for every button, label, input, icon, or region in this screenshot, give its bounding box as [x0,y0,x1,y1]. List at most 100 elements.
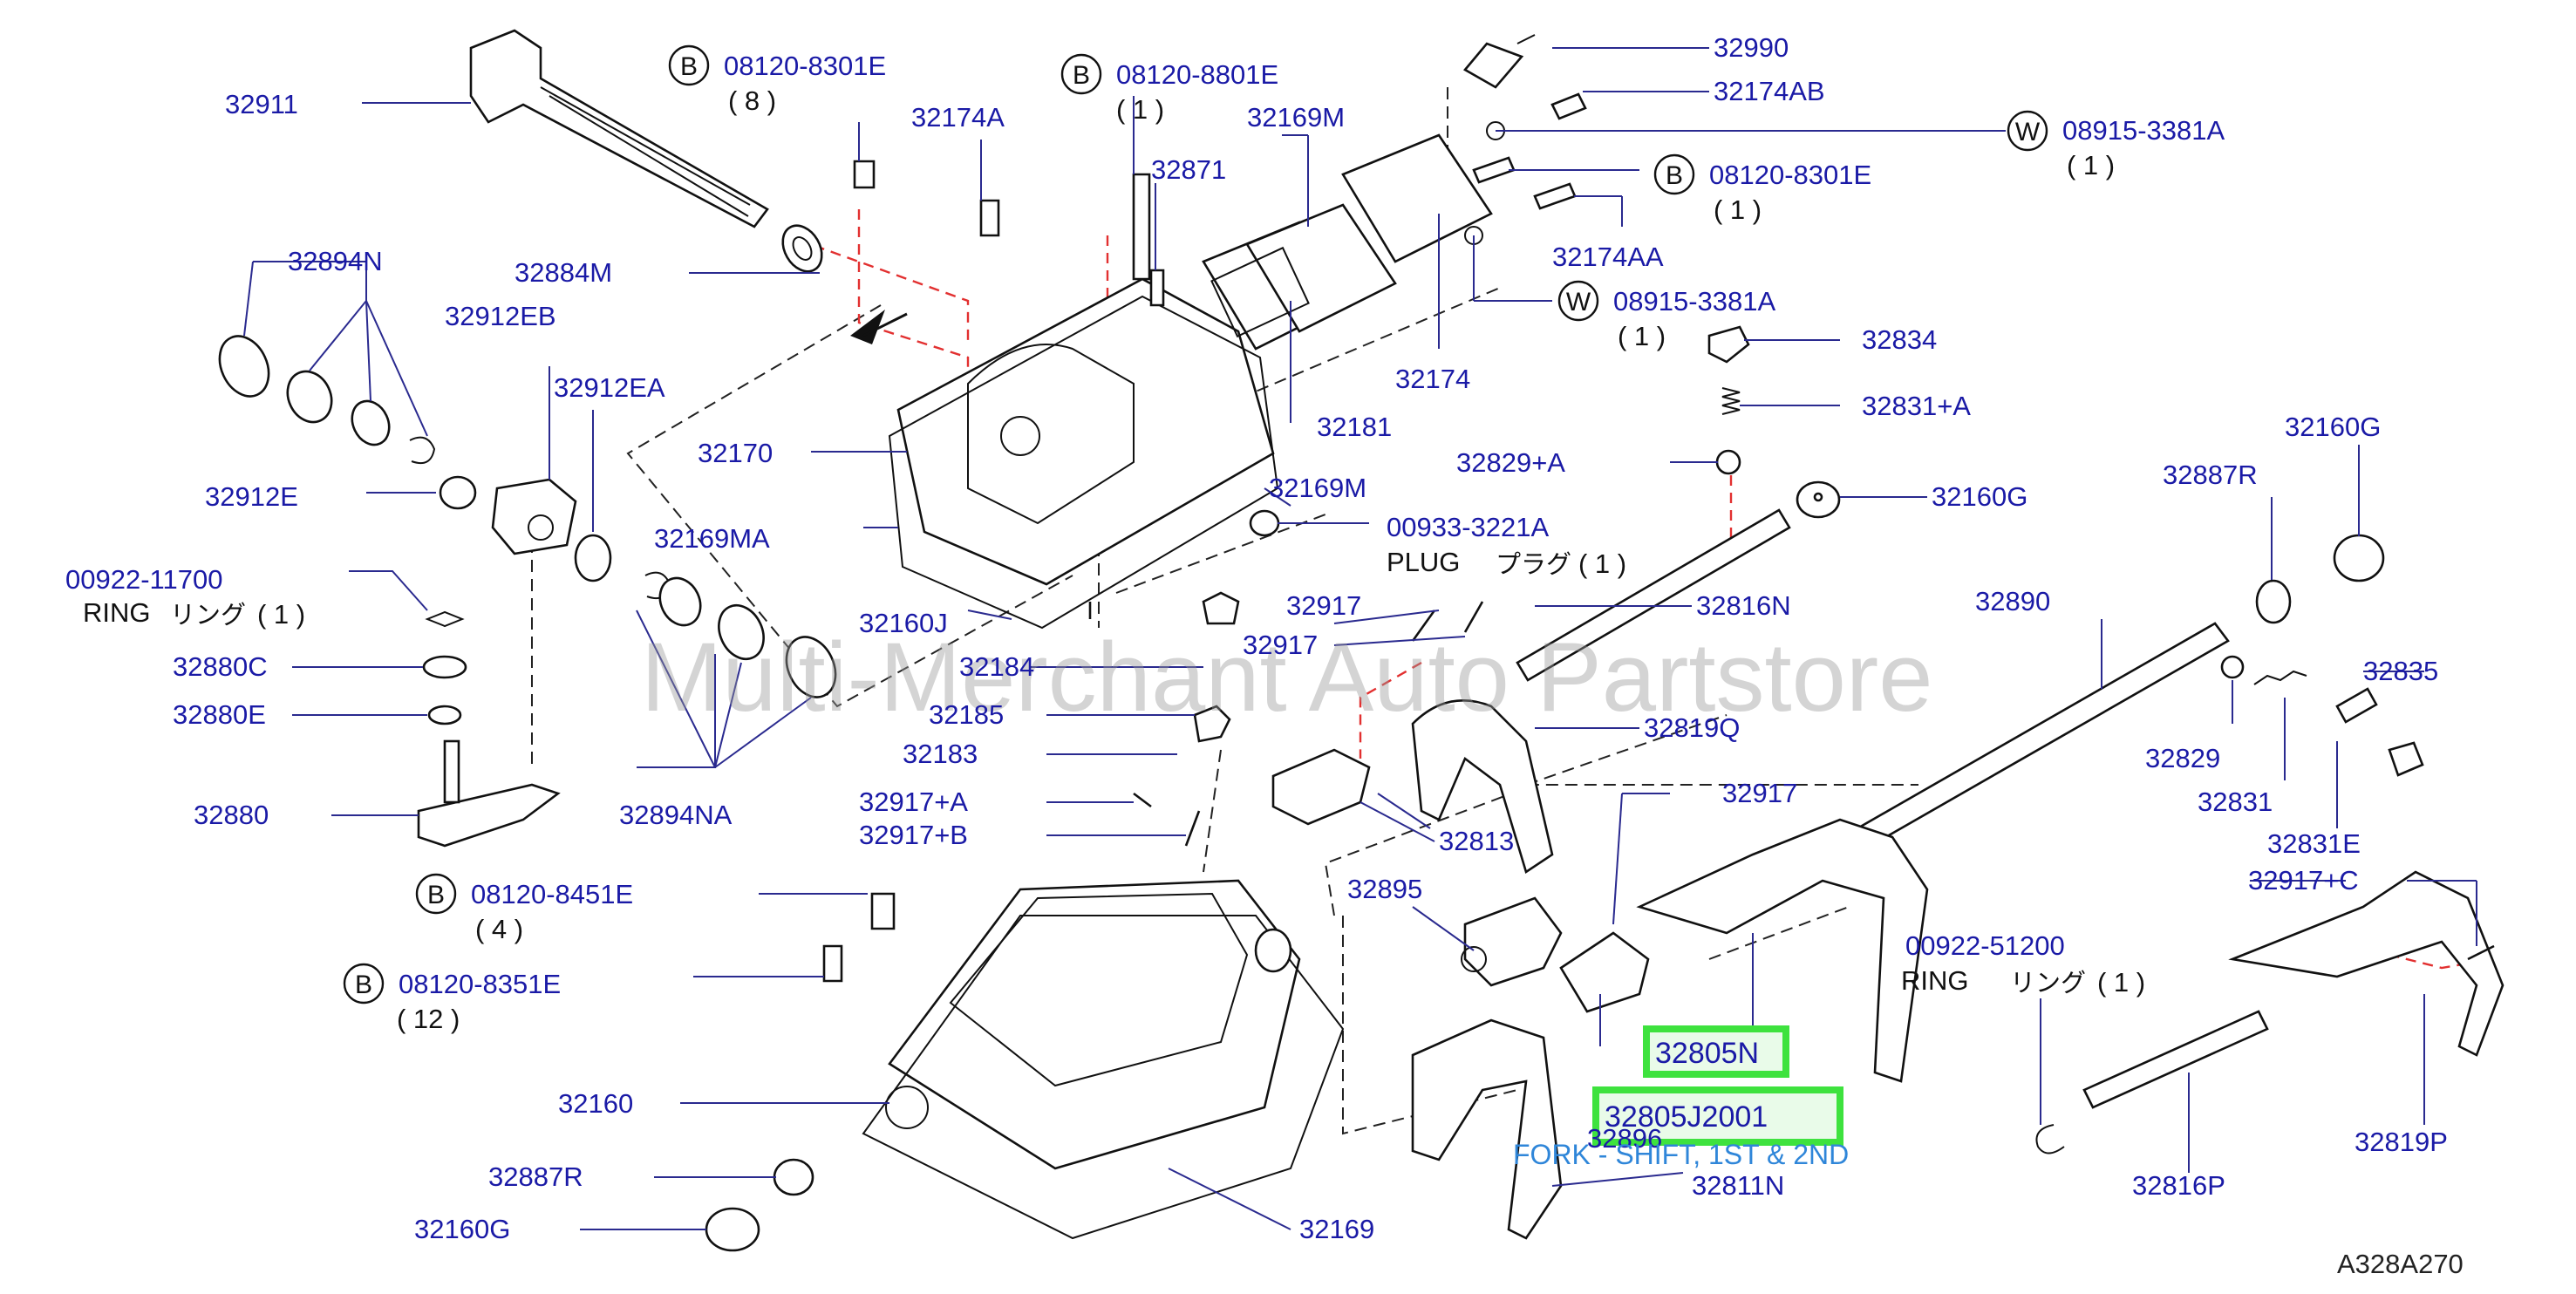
label-08120-8351E[interactable]: 08120-8351E [399,969,561,999]
label-08120-8301E-top[interactable]: 08120-8301E [724,51,886,81]
label-32174A[interactable]: 32174A [911,102,1005,133]
case-32160 [885,879,1301,1170]
label-32912EB[interactable]: 32912EB [445,301,556,331]
bushing-32912E [439,475,477,510]
gasket-stack-32169M [1202,133,1493,351]
label-32912EA[interactable]: 32912EA [554,372,665,403]
label-ring-en-left: RING [83,597,151,628]
label-qty-1-ring-right: ( 1 ) [2097,967,2145,998]
label-32835[interactable]: 32835 [2363,656,2438,686]
label-qty-1-ring-left: ( 1 ) [257,599,305,630]
oil-seal-32884M [781,224,823,273]
label-32896[interactable]: 32896 [1587,1123,1662,1154]
label-32160J[interactable]: 32160J [859,608,948,638]
label-qty-1-b: ( 1 ) [2067,150,2115,180]
bolt-badge-b-08120-8301E-right: B [1653,153,1695,195]
label-32160[interactable]: 32160 [558,1088,633,1119]
label-32160G-bottom[interactable]: 32160G [414,1214,510,1244]
label-32184[interactable]: 32184 [959,651,1034,682]
cover-32170 [896,277,1275,586]
bushing-32160G-bottom [705,1207,760,1252]
label-32813[interactable]: 32813 [1439,826,1514,856]
svg-text:B: B [427,881,445,909]
label-32831[interactable]: 32831 [2198,787,2273,817]
label-08120-8801E[interactable]: 08120-8801E [1116,59,1278,90]
label-32917C[interactable]: 32917+C [2248,865,2359,896]
highlight-32805N[interactable] [1643,1025,1789,1078]
label-32834[interactable]: 32834 [1862,324,1937,355]
bolt-badge-b-08120-8301E-top: B [668,44,710,86]
label-32829[interactable]: 32829 [2145,743,2220,773]
label-32831E[interactable]: 32831E [2267,828,2361,859]
svg-text:B: B [1666,161,1683,190]
label-32819P[interactable]: 32819P [2355,1127,2448,1157]
ring-00922-51200 [2035,1124,2065,1154]
label-32160G-right[interactable]: 32160G [1932,481,2027,512]
label-32816N[interactable]: 32816N [1696,590,1791,621]
label-32917-c[interactable]: 32917 [1722,778,1797,808]
label-00922-51200[interactable]: 00922-51200 [1905,930,2065,961]
direction-arrow-shaft [862,312,908,337]
label-32887R-right[interactable]: 32887R [2163,460,2258,490]
bushing-32160G-right [1813,492,1823,502]
label-32174AA[interactable]: 32174AA [1552,242,1664,272]
small-hardware [822,92,1587,983]
label-32884M[interactable]: 32884M [515,257,612,288]
label-32871[interactable]: 32871 [1151,154,1226,185]
label-00933-3221A[interactable]: 00933-3221A [1387,512,1549,542]
label-32894NA[interactable]: 32894NA [619,800,733,830]
label-08120-8301E-right[interactable]: 08120-8301E [1709,160,1871,190]
label-qty-1-plug: ( 1 ) [1578,548,1626,579]
washer-badge-w-08915-3381A-mid: W [1557,280,1599,322]
bushing-set-32894NA [644,571,837,698]
label-00922-11700[interactable]: 00922-11700 [65,564,222,595]
label-32829A[interactable]: 32829+A [1456,447,1565,478]
fork-rod-32816P [2082,1010,2269,1109]
label-08915-3381A-mid[interactable]: 08915-3381A [1613,286,1775,317]
spring-32831A [1721,387,1741,415]
label-32880C[interactable]: 32880C [173,651,268,682]
label-32811N[interactable]: 32811N [1692,1170,1784,1201]
label-32181[interactable]: 32181 [1317,412,1392,442]
label-32831A[interactable]: 32831+A [1862,391,1971,421]
label-32880[interactable]: 32880 [194,800,269,830]
label-32183[interactable]: 32183 [903,739,978,769]
label-32880E[interactable]: 32880E [173,699,266,730]
direction-arrow [850,310,885,344]
label-32169-bottom[interactable]: 32169 [1299,1214,1374,1244]
label-32169M-mid[interactable]: 32169M [1269,473,1366,503]
label-plug-jp: プラグ [1496,549,1571,579]
label-32887R-bottom[interactable]: 32887R [488,1161,583,1192]
label-32912E[interactable]: 32912E [205,481,298,512]
svg-text:B: B [680,52,698,81]
label-32917A[interactable]: 32917+A [859,787,968,817]
label-32174AB[interactable]: 32174AB [1714,76,1825,106]
label-32805J2001[interactable]: 32805J2001 [1605,1100,1768,1134]
gasket-32169 [862,915,1345,1240]
label-32895[interactable]: 32895 [1347,874,1422,904]
label-32185[interactable]: 32185 [929,699,1004,730]
label-32819Q[interactable]: 32819Q [1644,712,1740,743]
highlight-32805J2001[interactable] [1592,1086,1843,1146]
label-08915-3381A-top[interactable]: 08915-3381A [2062,115,2225,146]
label-32890[interactable]: 32890 [1975,586,2050,616]
plug-32834 [1707,325,1750,364]
label-32917-b[interactable]: 32917 [1243,630,1318,660]
label-32911[interactable]: 32911 [225,89,298,119]
label-32805N[interactable]: 32805N [1655,1037,1759,1070]
label-32816P[interactable]: 32816P [2132,1170,2225,1201]
label-32169M-top[interactable]: 32169M [1247,102,1345,133]
label-32174[interactable]: 32174 [1395,364,1470,394]
label-32170[interactable]: 32170 [698,438,773,468]
diagram-reference-code: A328A270 [2337,1249,2464,1279]
label-32917B[interactable]: 32917+B [859,820,968,850]
label-32160G-top[interactable]: 32160G [2285,412,2381,442]
shift-rod-32911 [469,29,769,228]
label-32894N[interactable]: 32894N [288,246,383,276]
svg-text:B: B [1073,61,1090,90]
label-32917-a[interactable]: 32917 [1286,590,1361,621]
label-ring-jp-left: リング [170,600,246,630]
label-08120-8451E[interactable]: 08120-8451E [471,879,633,909]
label-32990[interactable]: 32990 [1714,32,1789,63]
label-32169MA[interactable]: 32169MA [654,523,770,554]
